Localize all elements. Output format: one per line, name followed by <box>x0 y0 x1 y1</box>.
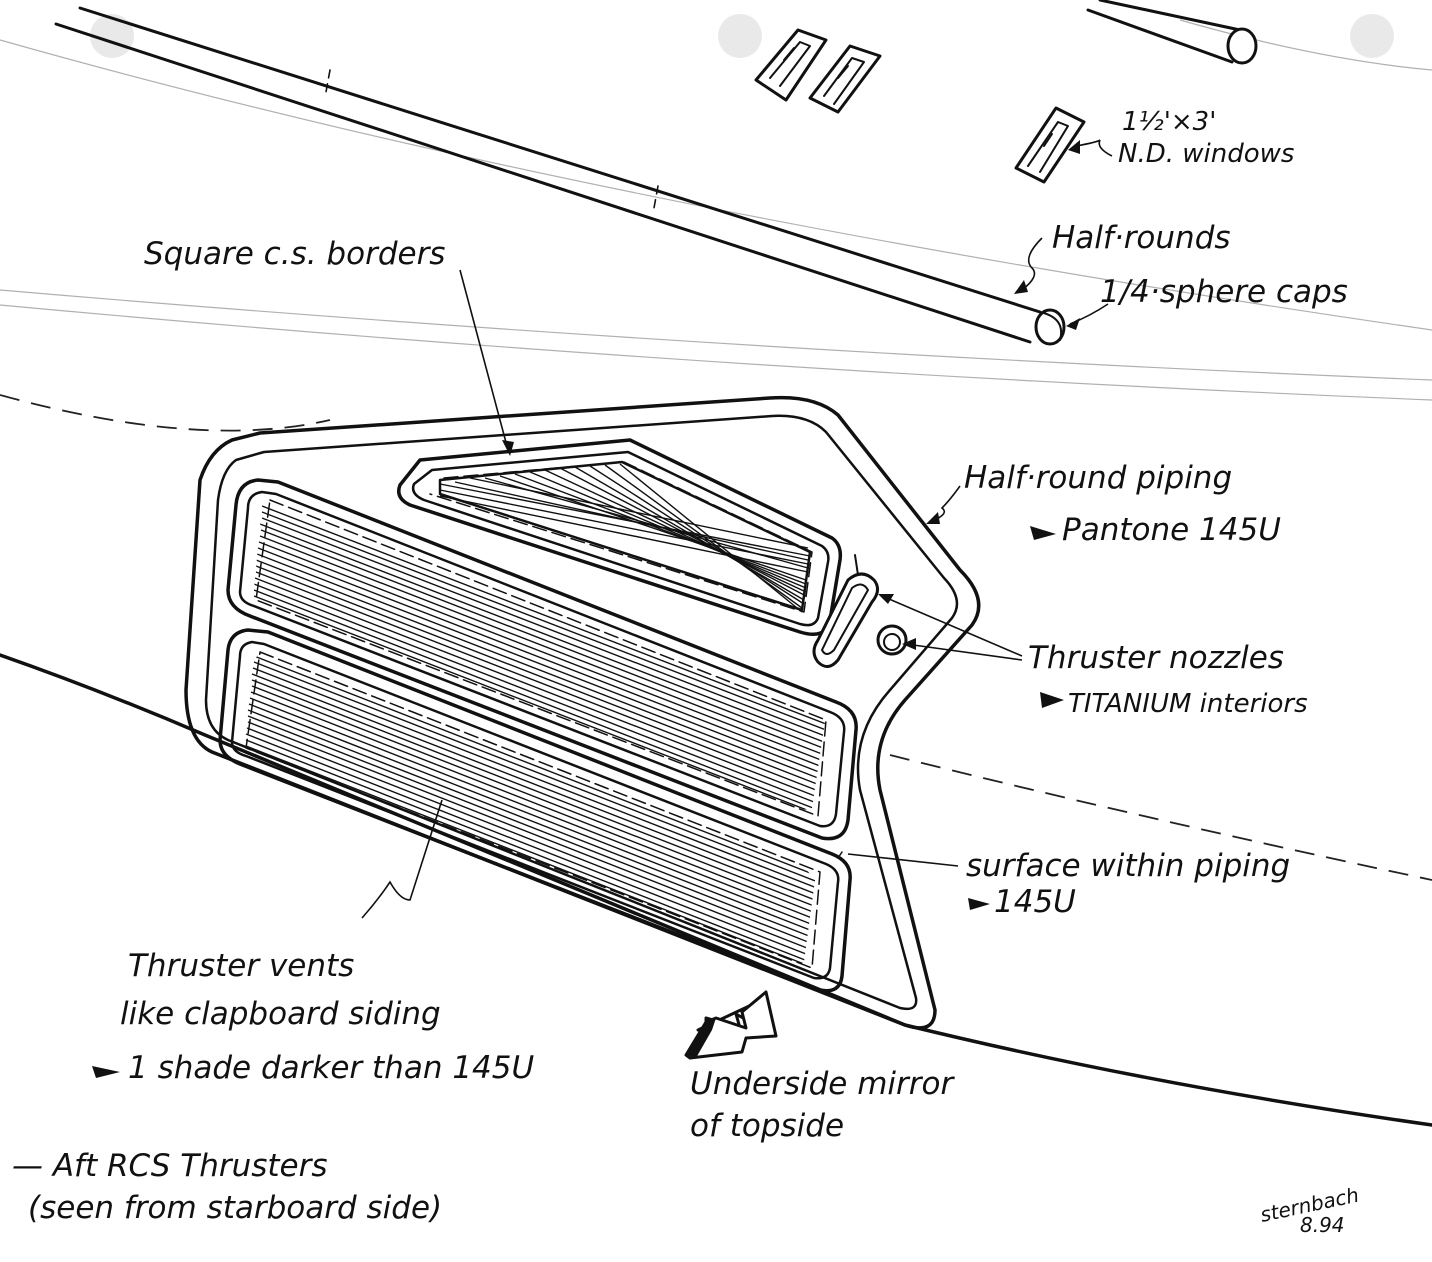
signature-date: 8.94 <box>1300 1213 1345 1237</box>
windows-size-label: 1½'×3' <box>1122 107 1216 137</box>
windows-label: N.D. windows <box>1118 139 1294 169</box>
middle-vent <box>226 478 858 841</box>
half-round-piping-label: Half·round piping <box>964 460 1232 496</box>
thruster-nozzles <box>812 572 908 668</box>
drawing-subtitle: (seen from starboard side) <box>28 1190 442 1226</box>
pantone-label: Pantone 145U <box>1062 512 1281 548</box>
window-group <box>754 28 1086 184</box>
window <box>1014 106 1086 184</box>
upper-right-half-round <box>1086 0 1258 65</box>
punch-hole <box>718 14 762 58</box>
top-vent <box>397 438 843 636</box>
annotation-labels: 1½'×3' N.D. windows Half·rounds 1/4·sphe… <box>12 107 1361 1237</box>
sphere-caps-label: 1/4·sphere caps <box>1100 274 1348 310</box>
vents-label-3: 1 shade darker than 145U <box>128 1050 534 1086</box>
upper-half-round <box>54 6 1066 346</box>
underside-label-2: of topside <box>690 1108 844 1144</box>
lower-vent <box>218 628 852 993</box>
surface-within-label: surface within piping <box>966 848 1290 884</box>
underside-label-1: Underside mirror <box>690 1066 955 1102</box>
vents-label-1: Thruster vents <box>128 948 354 984</box>
leader-lines <box>361 139 1113 919</box>
window <box>754 28 828 102</box>
drawing-title: — Aft RCS Thrusters <box>12 1148 328 1184</box>
thruster-panel <box>184 395 981 1030</box>
vents-label-2: like clapboard siding <box>120 996 441 1032</box>
hull-lower-edge <box>0 653 1432 1127</box>
square-borders-label: Square c.s. borders <box>144 236 445 272</box>
bullet-markers <box>92 526 1064 1078</box>
construction-lines <box>0 19 1432 401</box>
surface-color-label: 145U <box>994 884 1076 920</box>
window <box>808 44 882 114</box>
hull-seams <box>0 394 1432 881</box>
arrow-icon <box>684 990 778 1060</box>
titanium-label: TITANIUM interiors <box>1068 689 1308 719</box>
thruster-nozzles-label: Thruster nozzles <box>1028 640 1284 676</box>
pointer-arrow-icon <box>502 140 1080 650</box>
punch-hole <box>1350 14 1394 58</box>
half-rounds-label: Half·rounds <box>1052 220 1231 256</box>
